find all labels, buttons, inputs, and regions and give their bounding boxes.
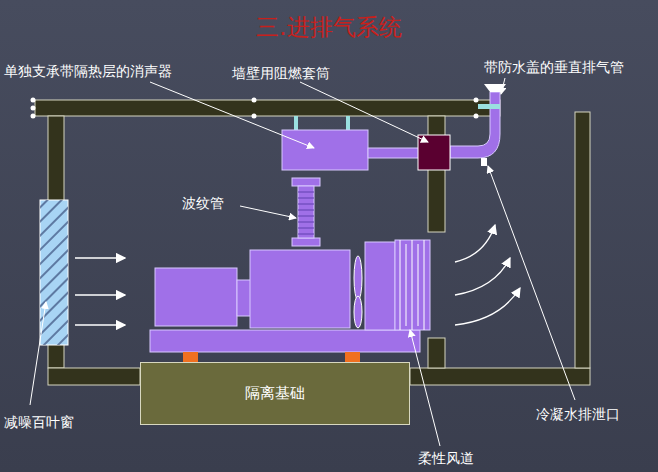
part-label: 冷凝水排泄口: [536, 405, 620, 423]
part-label: 单独支承带隔热层的消声器: [4, 62, 172, 80]
part-label: 柔性风道: [418, 449, 474, 467]
part-label: 减噪百叶窗: [4, 413, 74, 431]
part-label: 墙壁用阻燃套筒: [232, 64, 330, 82]
node-text: 隔离基础: [245, 384, 305, 403]
foundation-box: 隔离基础: [140, 362, 410, 425]
slide-title: 三.进排气系统: [0, 12, 658, 43]
part-label: 带防水盖的垂直排气管: [484, 58, 624, 76]
part-label: 波纹管: [182, 194, 224, 212]
